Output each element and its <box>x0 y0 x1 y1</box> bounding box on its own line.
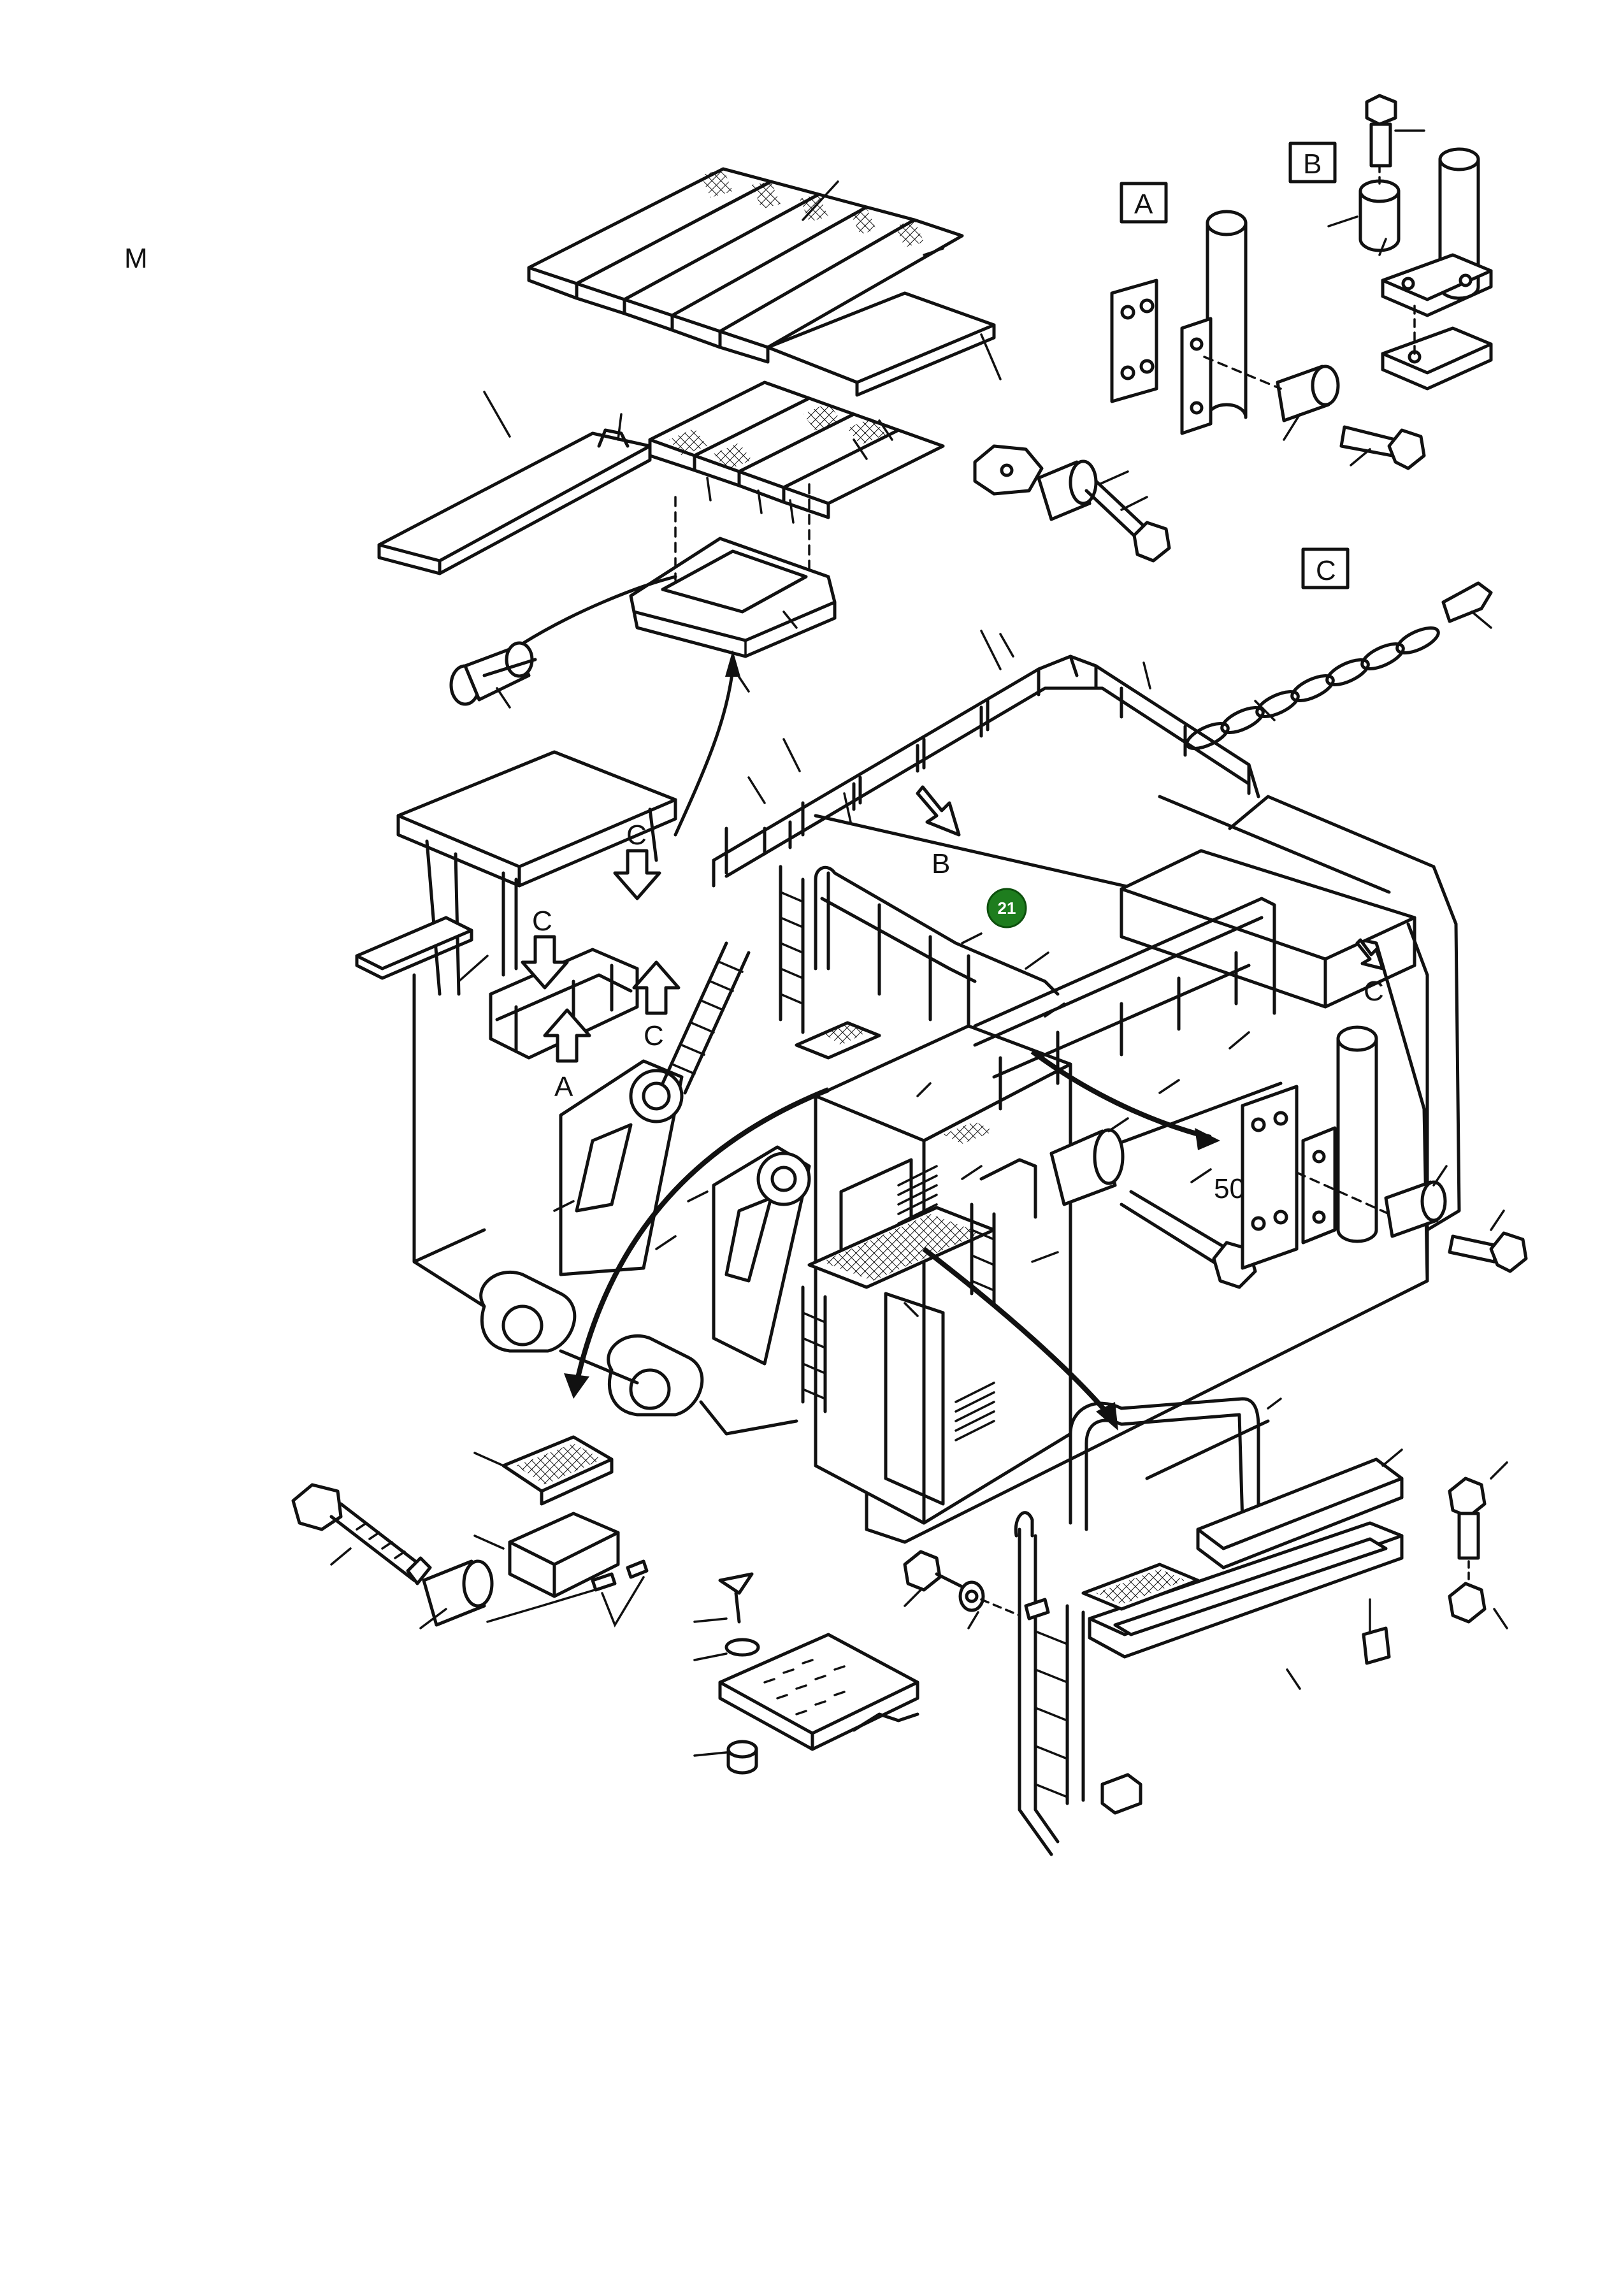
hinge-pin <box>449 641 537 706</box>
black-arrows <box>564 1049 1220 1431</box>
part-number-50: 50 <box>1214 1173 1245 1204</box>
detail-view-a: A <box>1110 182 1426 470</box>
view-a-box <box>1120 182 1168 224</box>
tray-box <box>629 483 837 658</box>
curved-arrow-2 <box>674 667 735 837</box>
lower-center-plate <box>693 1572 919 1775</box>
detail-view-c: C <box>1185 547 1493 750</box>
corner-letter: M <box>124 243 148 274</box>
walkway-plates-upper <box>377 167 996 575</box>
knob-bolt <box>973 444 1171 563</box>
arrow-label-c1: C <box>626 819 647 851</box>
detail-view-b: B <box>1288 94 1493 391</box>
leader-lines <box>457 180 1276 1317</box>
curved-arrow-1 <box>521 575 677 646</box>
view-c-box <box>1301 547 1350 589</box>
lower-right-ladder-platform <box>903 1397 1508 1856</box>
pin-plate-group-mid: 50 <box>1049 1025 1528 1289</box>
arrow-label-c3: C <box>644 1020 664 1051</box>
view-arrows: C C A C B C <box>521 785 1385 1102</box>
view-arrow-c4 <box>1355 938 1385 971</box>
lower-left-parts <box>291 1435 649 1629</box>
arrow-label-c2: C <box>532 906 552 937</box>
railings <box>489 654 1276 1413</box>
callout-badge-number: 21 <box>998 899 1016 918</box>
view-c-label: C <box>1316 555 1336 586</box>
arrow-label-c4: C <box>1364 976 1384 1007</box>
view-b-label: B <box>1303 148 1322 180</box>
callout-badge-21[interactable]: 21 <box>986 888 1027 928</box>
arrow-label-b: B <box>932 848 950 879</box>
arrow-label-a: A <box>554 1071 573 1102</box>
view-b-box <box>1288 141 1337 184</box>
view-arrow-c1 <box>613 849 661 900</box>
view-arrow-c3 <box>632 960 681 1015</box>
view-a-label: A <box>1134 189 1153 220</box>
view-arrow-a <box>543 1008 591 1063</box>
view-arrow-b <box>916 785 961 837</box>
view-arrow-c2 <box>521 935 569 990</box>
